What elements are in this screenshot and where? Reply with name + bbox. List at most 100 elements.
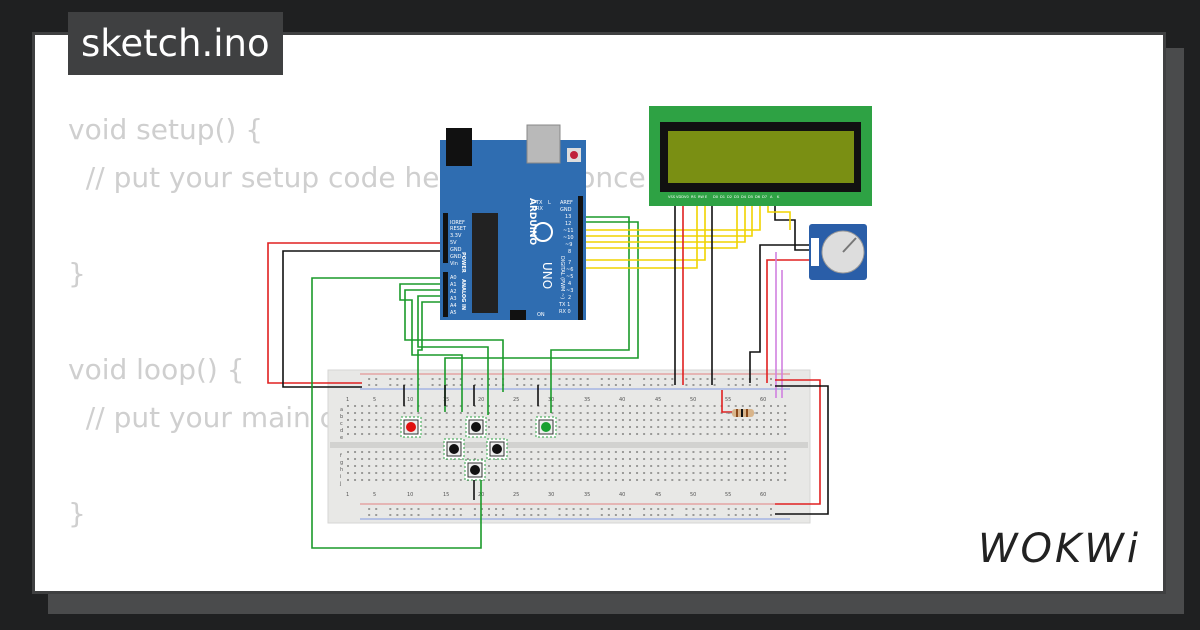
breadboard-hole: [502, 433, 505, 435]
breadboard-hole: [361, 465, 364, 467]
breadboard-hole: [784, 465, 787, 467]
wire-yellow[interactable]: [582, 200, 746, 243]
breadboard-hole: [523, 433, 526, 435]
wire-black[interactable]: [282, 250, 445, 388]
lcd-display[interactable]: VSS VDD V0 RS RW E D0 D1 D2 D3 D4 D5 D6 …: [649, 106, 872, 206]
breadboard-rail-hole: [403, 508, 406, 510]
breadboard-rail-hole: [621, 384, 624, 386]
wire-green[interactable]: [399, 283, 463, 412]
breadboard-hole: [488, 479, 490, 481]
breadboard-hole: [544, 458, 547, 460]
arduino-infinity-logo: [533, 222, 553, 242]
breadboard-rail-hole: [389, 378, 392, 380]
reset-button-cap[interactable]: [570, 151, 578, 159]
potentiometer[interactable]: [809, 224, 867, 280]
breadboard-rail-hole: [368, 378, 371, 380]
wire-green[interactable]: [417, 301, 445, 412]
breadboard-hole: [459, 433, 462, 435]
breadboard-hole: [650, 426, 653, 428]
breadboard-hole: [699, 458, 702, 460]
breadboard-rail-hole: [650, 508, 653, 510]
breadboard-hole: [734, 472, 737, 474]
breadboard-hole: [347, 419, 349, 421]
wire-black[interactable]: [749, 244, 811, 383]
wire-green[interactable]: [417, 295, 489, 415]
breadboard-hole: [734, 465, 737, 467]
breadboard-hole: [650, 419, 653, 421]
breadboard-hole: [375, 465, 378, 467]
breadboard-hole: [375, 426, 378, 428]
code-line: void loop() {: [68, 353, 245, 386]
breadboard-rail-hole: [438, 378, 441, 380]
breadboard-hole: [586, 405, 589, 407]
pin-label: TX 1: [558, 302, 570, 308]
breadboard-hole: [368, 419, 371, 421]
breadboard-hole: [671, 426, 674, 428]
breadboard-hole: [368, 479, 371, 481]
wire-red[interactable]: [267, 242, 445, 384]
microcontroller-chip: [472, 213, 498, 313]
pushbutton-red[interactable]: [400, 416, 422, 438]
breadboard-rail-hole: [565, 514, 568, 516]
breadboard-hole: [396, 451, 399, 453]
breadboard-hole: [445, 405, 448, 407]
breadboard-hole: [600, 479, 603, 481]
column-number: 50: [690, 492, 696, 498]
breadboard-rail-hole: [734, 514, 737, 516]
pushbutton-green[interactable]: [535, 416, 557, 438]
wire-red[interactable]: [766, 259, 811, 383]
breadboard[interactable]: 1 5 10 15 20 25 30 35 40 45 50 55 60 1 5…: [327, 369, 811, 524]
column-number: 55: [725, 492, 731, 498]
wire-black[interactable]: [774, 200, 811, 251]
wire-red[interactable]: [775, 379, 821, 505]
breadboard-hole: [347, 412, 349, 414]
breadboard-hole: [741, 419, 744, 421]
breadboard-hole: [650, 472, 653, 474]
wire-green[interactable]: [444, 221, 639, 412]
code-line: }: [68, 497, 86, 530]
breadboard-hole: [586, 451, 589, 453]
breadboard-hole: [748, 405, 751, 407]
pushbutton-black[interactable]: [465, 416, 487, 438]
breadboard-hole: [431, 458, 434, 460]
wire-yellow[interactable]: [582, 200, 698, 269]
breadboard-hole: [452, 426, 455, 428]
column-number: 20: [478, 397, 484, 403]
breadboard-hole: [713, 419, 716, 421]
breadboard-hole: [516, 458, 519, 460]
filename-tab[interactable]: sketch.ino: [68, 12, 283, 75]
breadboard-hole: [671, 465, 674, 467]
wire-yellow[interactable]: [582, 200, 738, 249]
pushbutton-black[interactable]: [486, 438, 508, 460]
breadboard-hole: [389, 412, 392, 414]
breadboard-hole: [741, 458, 744, 460]
breadboard-hole: [678, 405, 681, 407]
wire-green[interactable]: [550, 216, 630, 413]
arduino-uno-board[interactable]: ARDUINO UNO POWER ANALOG IN DIGITAL (PWM…: [419, 124, 605, 320]
pushbutton-black[interactable]: [443, 438, 465, 460]
breadboard-rail-hole: [389, 384, 392, 386]
wire-yellow[interactable]: [582, 200, 761, 231]
breadboard-rail-hole: [699, 508, 702, 510]
breadboard-hole: [361, 472, 364, 474]
wire-yellow[interactable]: [582, 200, 753, 237]
breadboard-hole: [762, 451, 765, 453]
pushbutton-black[interactable]: [464, 459, 486, 481]
breadboard-hole: [685, 433, 688, 435]
wire-black[interactable]: [775, 385, 829, 515]
breadboard-hole: [664, 451, 667, 453]
wire-yellow[interactable]: [582, 200, 706, 261]
breadboard-hole: [671, 412, 674, 414]
breadboard-hole: [389, 419, 392, 421]
breadboard-hole: [720, 451, 723, 453]
breadboard-hole: [629, 465, 631, 467]
breadboard-hole: [748, 465, 751, 467]
breadboard-hole: [762, 458, 765, 460]
breadboard-hole: [502, 479, 505, 481]
breadboard-rail-hole: [755, 384, 758, 386]
breadboard-hole: [509, 426, 512, 428]
column-number: 10: [407, 492, 413, 498]
wire-green[interactable]: [311, 277, 482, 549]
code-line: }: [68, 257, 86, 290]
breadboard-hole: [396, 405, 399, 407]
